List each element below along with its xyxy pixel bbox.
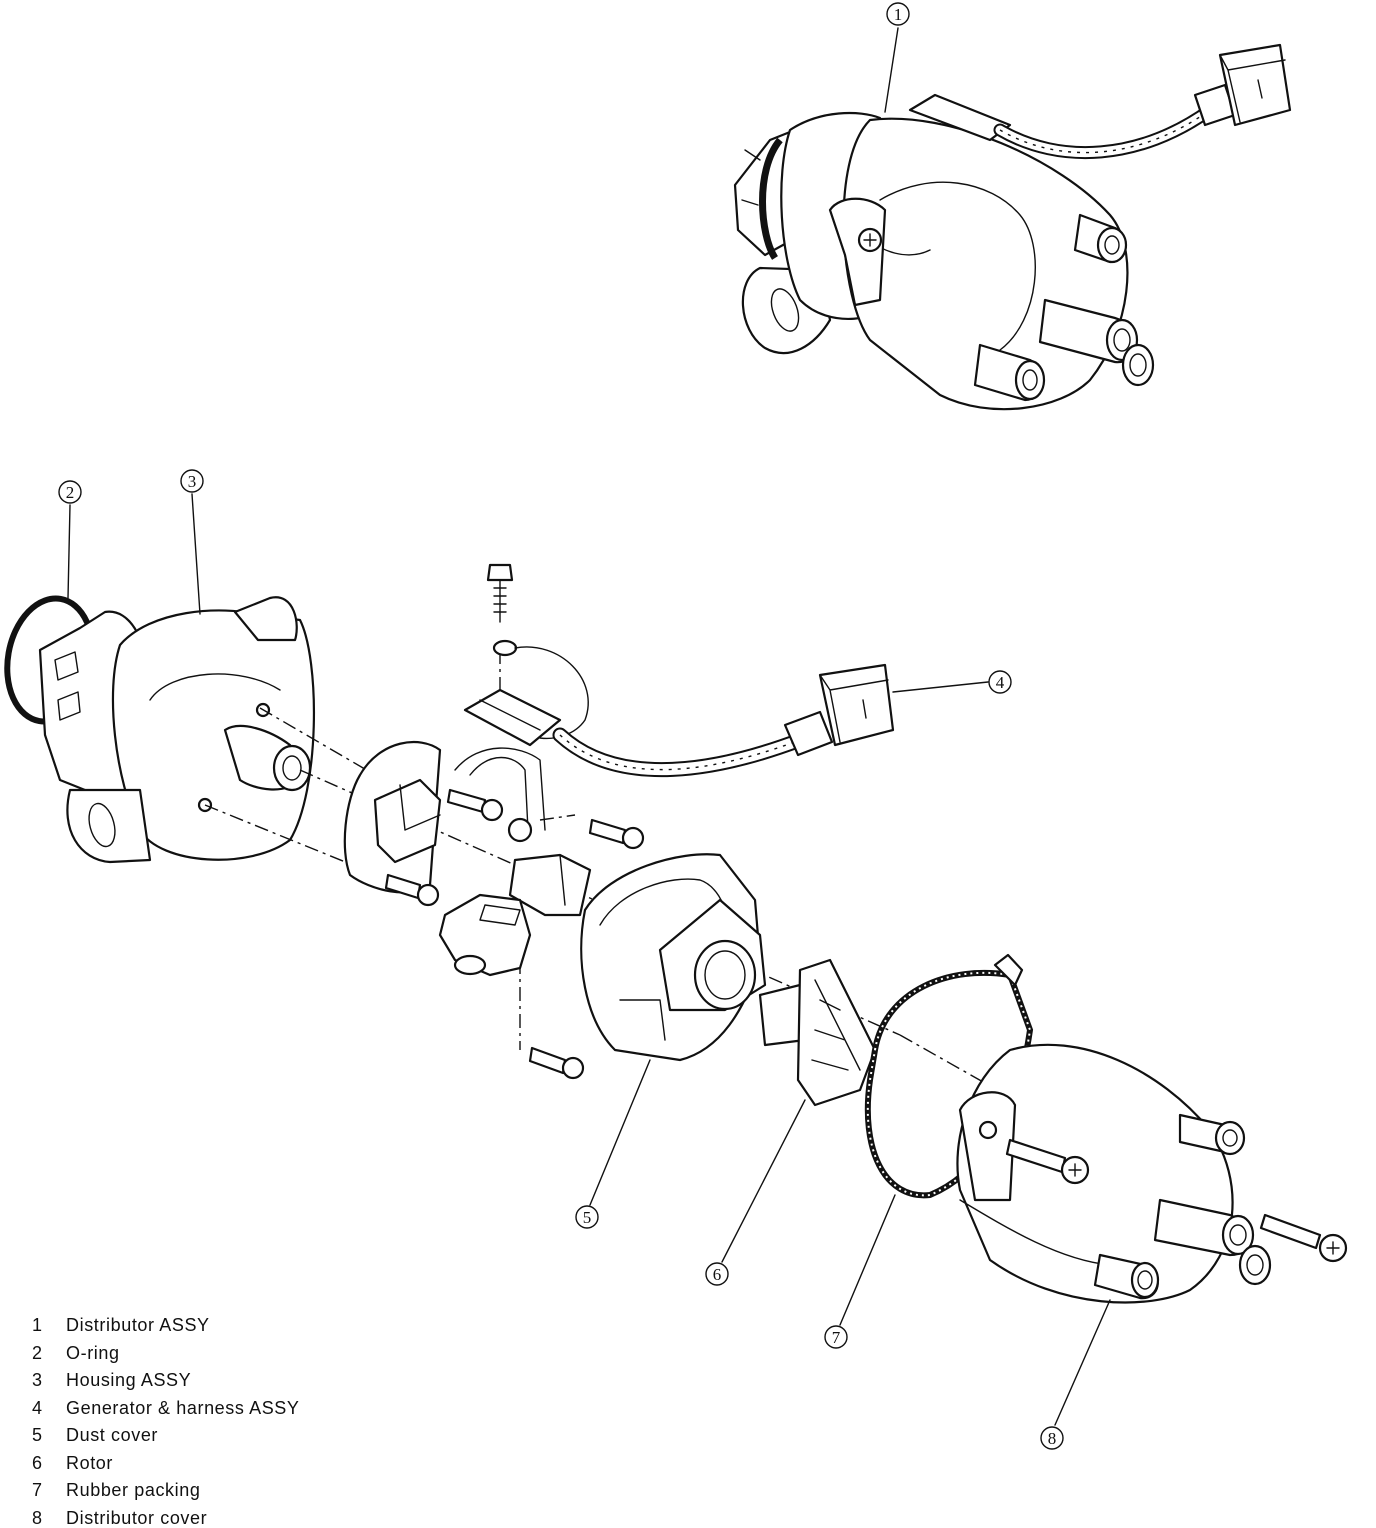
- legend-label: Distributor cover: [66, 1507, 208, 1528]
- callout-label: 1: [894, 5, 903, 24]
- legend-item: 8 Distributor cover: [32, 1505, 300, 1528]
- callout-3: 3: [180, 469, 204, 493]
- dust-cover-part: [580, 853, 767, 1206]
- legend-item: 6 Rotor: [32, 1450, 300, 1478]
- callout-8: 8: [1040, 1426, 1064, 1450]
- leader-lines: [67, 27, 899, 615]
- legend-number: 8: [32, 1507, 43, 1528]
- legend-number: 7: [32, 1480, 43, 1501]
- legend-label: Rotor: [66, 1452, 114, 1473]
- legend-label: Dust cover: [66, 1425, 159, 1446]
- legend-number: 1: [32, 1315, 43, 1336]
- legend-item: 7 Rubber packing: [32, 1477, 300, 1505]
- callout-2: 2: [58, 480, 82, 504]
- distributor-assembly: [733, 43, 1292, 411]
- callout-label: 7: [832, 1328, 841, 1347]
- legend-label: Housing ASSY: [66, 1370, 192, 1391]
- callout-label: 6: [713, 1265, 722, 1284]
- legend-label: Generator & harness ASSY: [66, 1397, 300, 1418]
- callout-6: 6: [705, 1262, 729, 1286]
- parts-legend: 1 Distributor ASSY 2 O-ring 3 Housing AS…: [32, 1312, 300, 1528]
- legend-item: 5 Dust cover: [32, 1422, 300, 1450]
- housing-assembly: [38, 596, 316, 864]
- callout-4: 4: [988, 670, 1012, 694]
- callout-label: 3: [188, 472, 197, 491]
- legend-label: O-ring: [66, 1342, 120, 1363]
- distributor-cover-part: [956, 1043, 1348, 1426]
- legend-item: 4 Generator & harness ASSY: [32, 1395, 300, 1423]
- legend-item: 3 Housing ASSY: [32, 1367, 300, 1395]
- callout-label: 5: [583, 1208, 592, 1227]
- callout-label: 8: [1048, 1429, 1057, 1448]
- generator-harness-assembly: [343, 563, 989, 1080]
- callout-label: 2: [66, 483, 75, 502]
- legend-number: 3: [32, 1370, 43, 1391]
- rotor-part: [721, 958, 877, 1263]
- callout-label: 4: [996, 673, 1005, 692]
- legend-number: 6: [32, 1452, 43, 1473]
- callout-5: 5: [575, 1205, 599, 1229]
- legend-number: 2: [32, 1342, 43, 1363]
- legend-label: Distributor ASSY: [66, 1315, 210, 1336]
- legend-number: 5: [32, 1425, 43, 1446]
- legend-item: 1 Distributor ASSY: [32, 1312, 300, 1340]
- callout-1: 1: [886, 2, 910, 26]
- callout-7: 7: [824, 1325, 848, 1349]
- legend-label: Rubber packing: [66, 1480, 201, 1501]
- legend-item: 2 O-ring: [32, 1340, 300, 1368]
- legend-number: 4: [32, 1397, 43, 1418]
